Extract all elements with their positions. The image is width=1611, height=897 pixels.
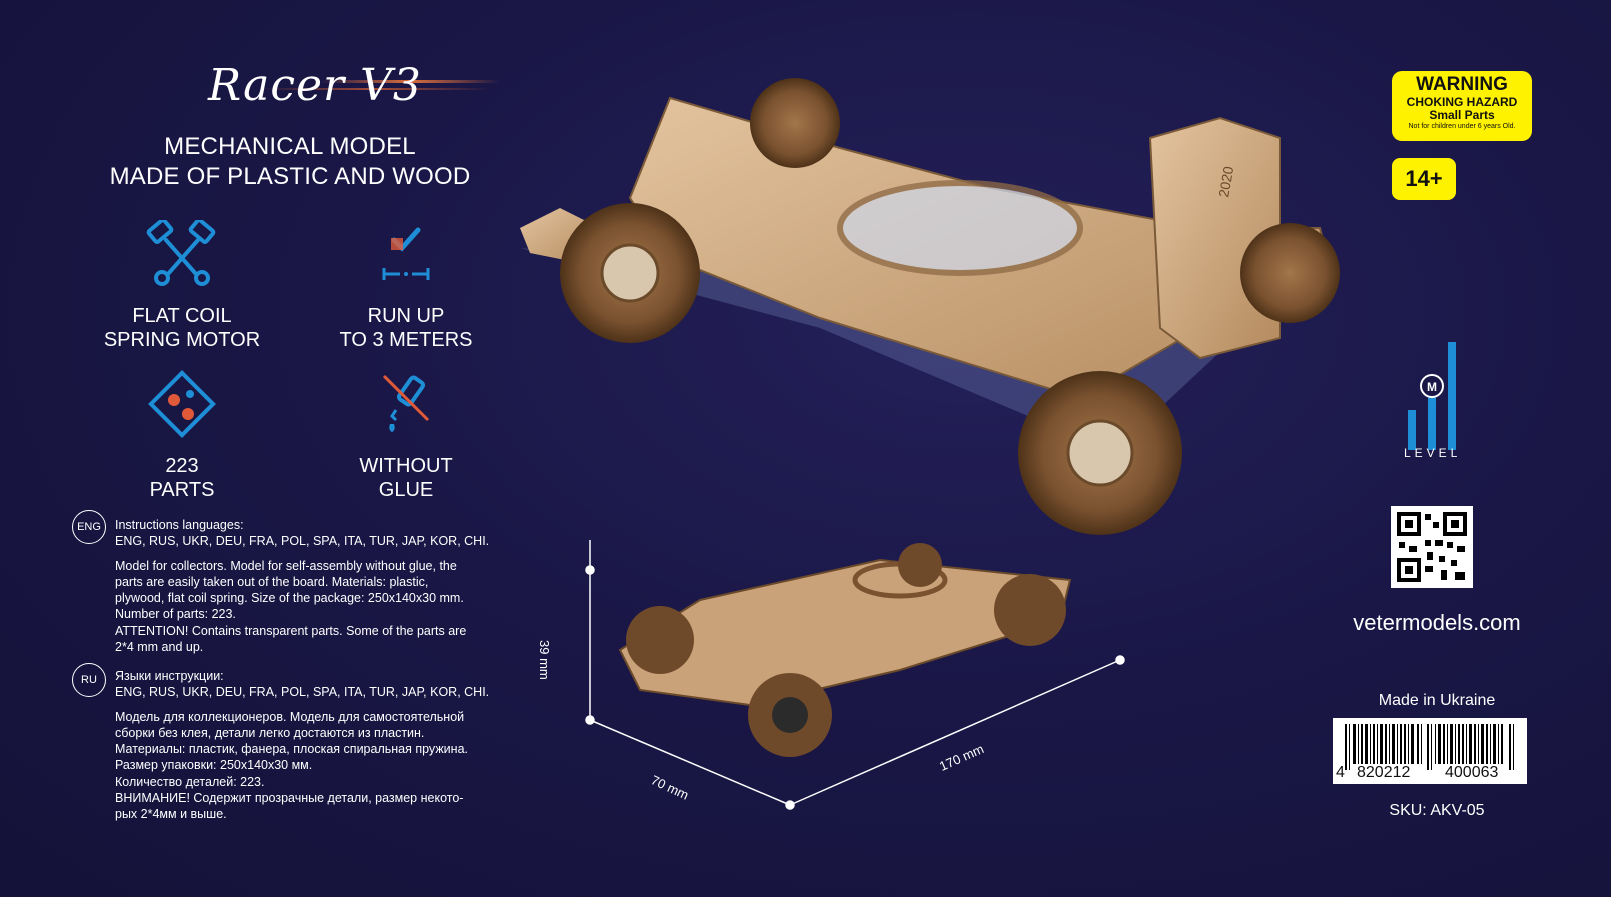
warning-title: WARNING [1416, 74, 1508, 95]
lang-badge-eng: ENG [72, 510, 106, 544]
warning-line: Not for children under 6 years Old. [1408, 123, 1516, 130]
no-glue-icon [366, 370, 446, 450]
difficulty-level-indicator: M LEVEL [1404, 340, 1464, 460]
instructions-title: Instructions languages: [115, 518, 244, 532]
choking-hazard-warning: WARNING CHOKING HAZARD Small Parts Not f… [1392, 71, 1532, 141]
sku-label: SKU: AKV-05 [1389, 802, 1485, 819]
barcode-digits: 400063 [1445, 764, 1499, 781]
racer-car-main-illustration: 2020 [520, 78, 1340, 535]
level-badge-text: M [1427, 380, 1437, 394]
instructions-languages: ENG, RUS, UKR, DEU, FRA, POL, SPA, ITA, … [115, 685, 490, 700]
headline-line: MADE OF PLASTIC AND WOOD [109, 163, 471, 190]
feature-label: TO 3 METERS [339, 329, 473, 351]
logo-text: Racer V3 [208, 60, 422, 111]
instructions-line: Материалы: пластик, фанера, плоская спир… [115, 742, 468, 757]
distance-check-icon [366, 220, 446, 300]
age-rating-badge: 14+ [1392, 158, 1456, 200]
barcode: 4 820212 400063 [1333, 718, 1527, 784]
dimensions-diagram [585, 540, 1125, 810]
warning-line: Small Parts [1429, 108, 1495, 122]
instructions-ru: Языки инструкции: ENG, RUS, UKR, DEU, FR… [115, 668, 545, 823]
feature-label: RUN UP [367, 305, 445, 327]
instructions-line: 2*4 mm and up. [115, 640, 204, 655]
barcode-digits: 4 [1336, 764, 1345, 781]
made-in-label: Made in Ukraine [1378, 692, 1496, 709]
pistons-icon [142, 218, 222, 300]
instructions-title: Языки инструкции: [115, 669, 224, 683]
warning-line: CHOKING HAZARD [1406, 95, 1518, 109]
logo-streak [320, 80, 500, 83]
website-link[interactable]: vetermodels.com [1353, 610, 1521, 635]
feature-label: 223 [165, 455, 199, 477]
feature-no-glue: WITHOUT GLUE [306, 370, 506, 502]
qr-code-icon[interactable] [1391, 506, 1473, 588]
instructions-line: ATTENTION! Contains transparent parts. S… [115, 623, 467, 638]
feature-label: SPRING MOTOR [103, 329, 261, 351]
model-year-label: 2020 [1215, 165, 1236, 199]
instructions-line: Модель для коллекционеров. Модель для са… [115, 709, 465, 724]
product-headline: MECHANICAL MODEL MADE OF PLASTIC AND WOO… [80, 132, 500, 192]
instructions-line: рых 2*4мм и выше. [115, 807, 227, 822]
level-label: LEVEL [1404, 446, 1462, 460]
dimension-height: 39 mm [537, 640, 552, 680]
feature-label: FLAT COIL [132, 305, 232, 327]
feature-label: PARTS [149, 479, 215, 501]
lang-badge-ru: RU [72, 663, 106, 697]
headline-line: MECHANICAL MODEL [164, 133, 416, 160]
instructions-line: Model for collectors. Model for self-ass… [115, 558, 457, 573]
instructions-line: Количество деталей: 223. [115, 774, 265, 789]
puzzle-parts-icon [142, 370, 222, 450]
feature-parts: 223 PARTS [82, 370, 282, 502]
instructions-languages: ENG, RUS, UKR, DEU, FRA, POL, SPA, ITA, … [115, 534, 490, 549]
instructions-line: ВНИМАНИЕ! Содержит прозрачные детали, ра… [115, 791, 464, 806]
instructions-line: Размер упаковки: 250х140х30 мм. [115, 758, 313, 773]
product-logo: Racer V3 [200, 58, 500, 118]
feature-label: WITHOUT [359, 455, 453, 477]
level-bars-icon: M [1408, 342, 1456, 450]
feature-label: GLUE [378, 479, 434, 501]
logo-streak [260, 88, 490, 90]
instructions-line: сборки без клея, детали легко достаются … [115, 725, 425, 740]
feature-spring-motor: FLAT COIL SPRING MOTOR [82, 218, 282, 352]
barcode-digits: 820212 [1357, 764, 1411, 781]
instructions-line: plywood, flat coil spring. Size of the p… [115, 591, 464, 606]
instructions-line: parts are easily taken out of the board.… [115, 574, 429, 589]
instructions-line: Number of parts: 223. [115, 607, 236, 622]
feature-run-distance: RUN UP TO 3 METERS [306, 220, 506, 352]
barcode-bars-icon [1345, 724, 1514, 770]
instructions-eng: Instructions languages: ENG, RUS, UKR, D… [115, 517, 545, 655]
